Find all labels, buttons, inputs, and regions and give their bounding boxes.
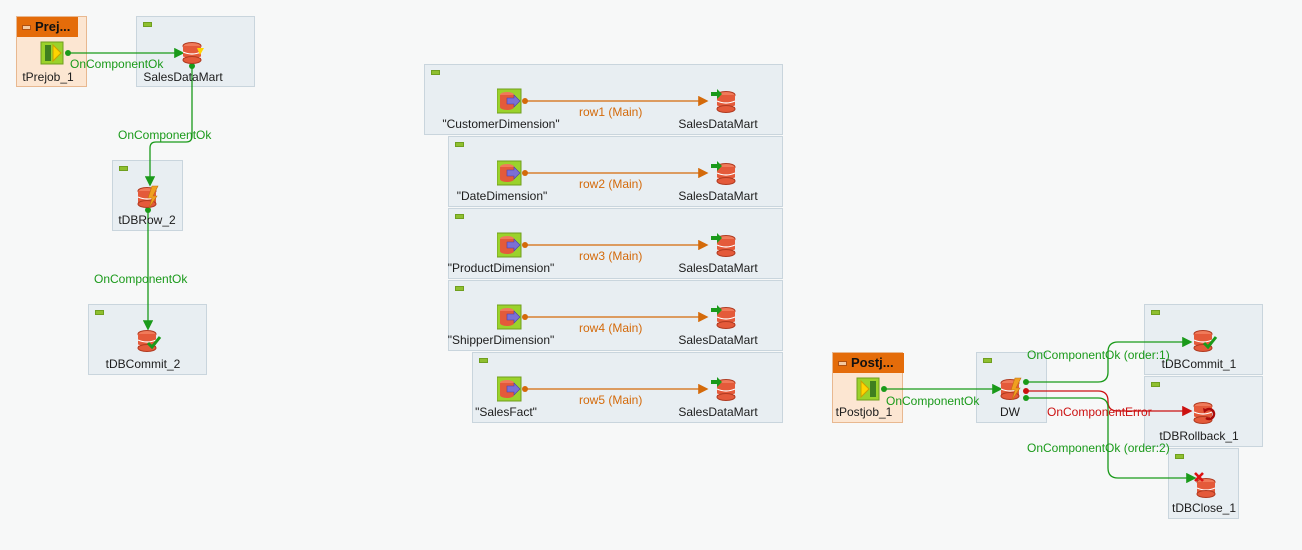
flow1-row-label[interactable]: row1 (Main) [579,105,643,119]
postjob-icon[interactable] [856,376,882,402]
collapse-icon[interactable] [455,142,464,147]
row-to-commit-ok-label[interactable]: OnComponentOk [94,272,188,286]
flow2-target-label: SalesDataMart [678,189,758,203]
prejob-ok-label[interactable]: OnComponentOk [70,57,164,71]
tdbrollback-label: tDBRollback_1 [1159,429,1239,443]
dboutput-icon[interactable] [711,232,737,258]
conn-to-row-ok-label[interactable]: OnComponentOk [118,128,212,142]
postjob-ok-label[interactable]: OnComponentOk [886,394,980,408]
flow2-row-label[interactable]: row2 (Main) [579,177,643,191]
row-flow-4[interactable] [522,311,709,323]
dbcommit-icon[interactable] [1192,328,1218,354]
flow4-row-label[interactable]: row4 (Main) [579,321,643,335]
collapse-icon[interactable] [1175,454,1184,459]
dbconnection-icon[interactable] [180,40,206,66]
row-flow-3[interactable] [522,239,709,251]
link-postjob-ok[interactable] [881,383,1003,395]
dbinput-icon[interactable] [496,160,523,186]
tdbcommit1-label: tDBCommit_1 [1161,357,1237,371]
flow4-target-label: SalesDataMart [678,333,758,347]
collapse-icon[interactable] [838,361,847,366]
prejob-icon[interactable] [40,40,66,66]
flow2-source-label: "DateDimension" [456,189,548,203]
dboutput-icon[interactable] [711,88,737,114]
dbrollback-icon[interactable] [1192,400,1218,426]
collapse-icon[interactable] [455,286,464,291]
link-dw-ok-2[interactable] [1023,395,1197,484]
flow5-row-label[interactable]: row5 (Main) [579,393,643,407]
collapse-icon[interactable] [455,214,464,219]
link-row-to-commit[interactable] [142,207,154,331]
dbinput-icon[interactable] [496,232,523,258]
collapse-icon[interactable] [119,166,128,171]
dbcommit-icon[interactable] [136,328,162,354]
flow3-row-label[interactable]: row3 (Main) [579,249,643,263]
dboutput-icon[interactable] [711,160,737,186]
dw-dbrow-icon[interactable] [999,376,1025,402]
dboutput-icon[interactable] [711,304,737,330]
link-prejob-ok[interactable] [65,47,185,59]
tdbcommit2-label: tDBCommit_2 [105,357,181,371]
dboutput-icon[interactable] [711,376,737,402]
flow4-source-label: "ShipperDimension" [447,333,555,347]
flow5-source-label: "SalesFact" [475,405,537,419]
dw-error-label[interactable]: OnComponentError [1047,405,1152,419]
subjob-tdbcommit1[interactable] [1144,304,1263,375]
salesdatamart-conn-label: SalesDataMart [143,70,223,84]
collapse-icon[interactable] [143,22,152,27]
collapse-icon[interactable] [983,358,992,363]
flow3-target-label: SalesDataMart [678,261,758,275]
link-dw-error[interactable] [1023,388,1193,417]
row-flow-1[interactable] [522,95,709,107]
collapse-icon[interactable] [22,25,31,30]
tpostjob-label: tPostjob_1 [835,405,893,419]
flow1-source-label: "CustomerDimension" [442,117,560,131]
dbinput-icon[interactable] [496,376,523,402]
row-flow-2[interactable] [522,167,709,179]
dbclose-icon[interactable] [1193,472,1219,498]
dw-label: DW [1000,405,1020,419]
collapse-icon[interactable] [1151,382,1160,387]
flow5-target-label: SalesDataMart [678,405,758,419]
link-conn-to-row[interactable] [144,63,195,187]
dbinput-icon[interactable] [496,88,523,114]
tprejob-label: tPrejob_1 [22,70,74,84]
dw-ok2-label[interactable]: OnComponentOk (order:2) [1027,441,1170,455]
row-flow-5[interactable] [522,383,709,395]
tdbrow-label: tDBRow_2 [118,213,176,227]
dbrow-icon[interactable] [136,184,162,210]
collapse-icon[interactable] [431,70,440,75]
collapse-icon[interactable] [95,310,104,315]
postjob-subjob-title[interactable]: Postj... [833,353,904,373]
tdbclose-label: tDBClose_1 [1171,501,1237,515]
collapse-icon[interactable] [479,358,488,363]
prejob-subjob[interactable]: Prej... [16,16,87,87]
prejob-subjob-title[interactable]: Prej... [17,17,78,37]
flow1-target-label: SalesDataMart [678,117,758,131]
link-dw-ok-1[interactable] [1023,336,1193,385]
dbinput-icon[interactable] [496,304,523,330]
subjob-salesdatamart[interactable] [136,16,255,87]
dw-ok1-label[interactable]: OnComponentOk (order:1) [1027,348,1170,362]
flow3-source-label: "ProductDimension" [447,261,555,275]
collapse-icon[interactable] [1151,310,1160,315]
